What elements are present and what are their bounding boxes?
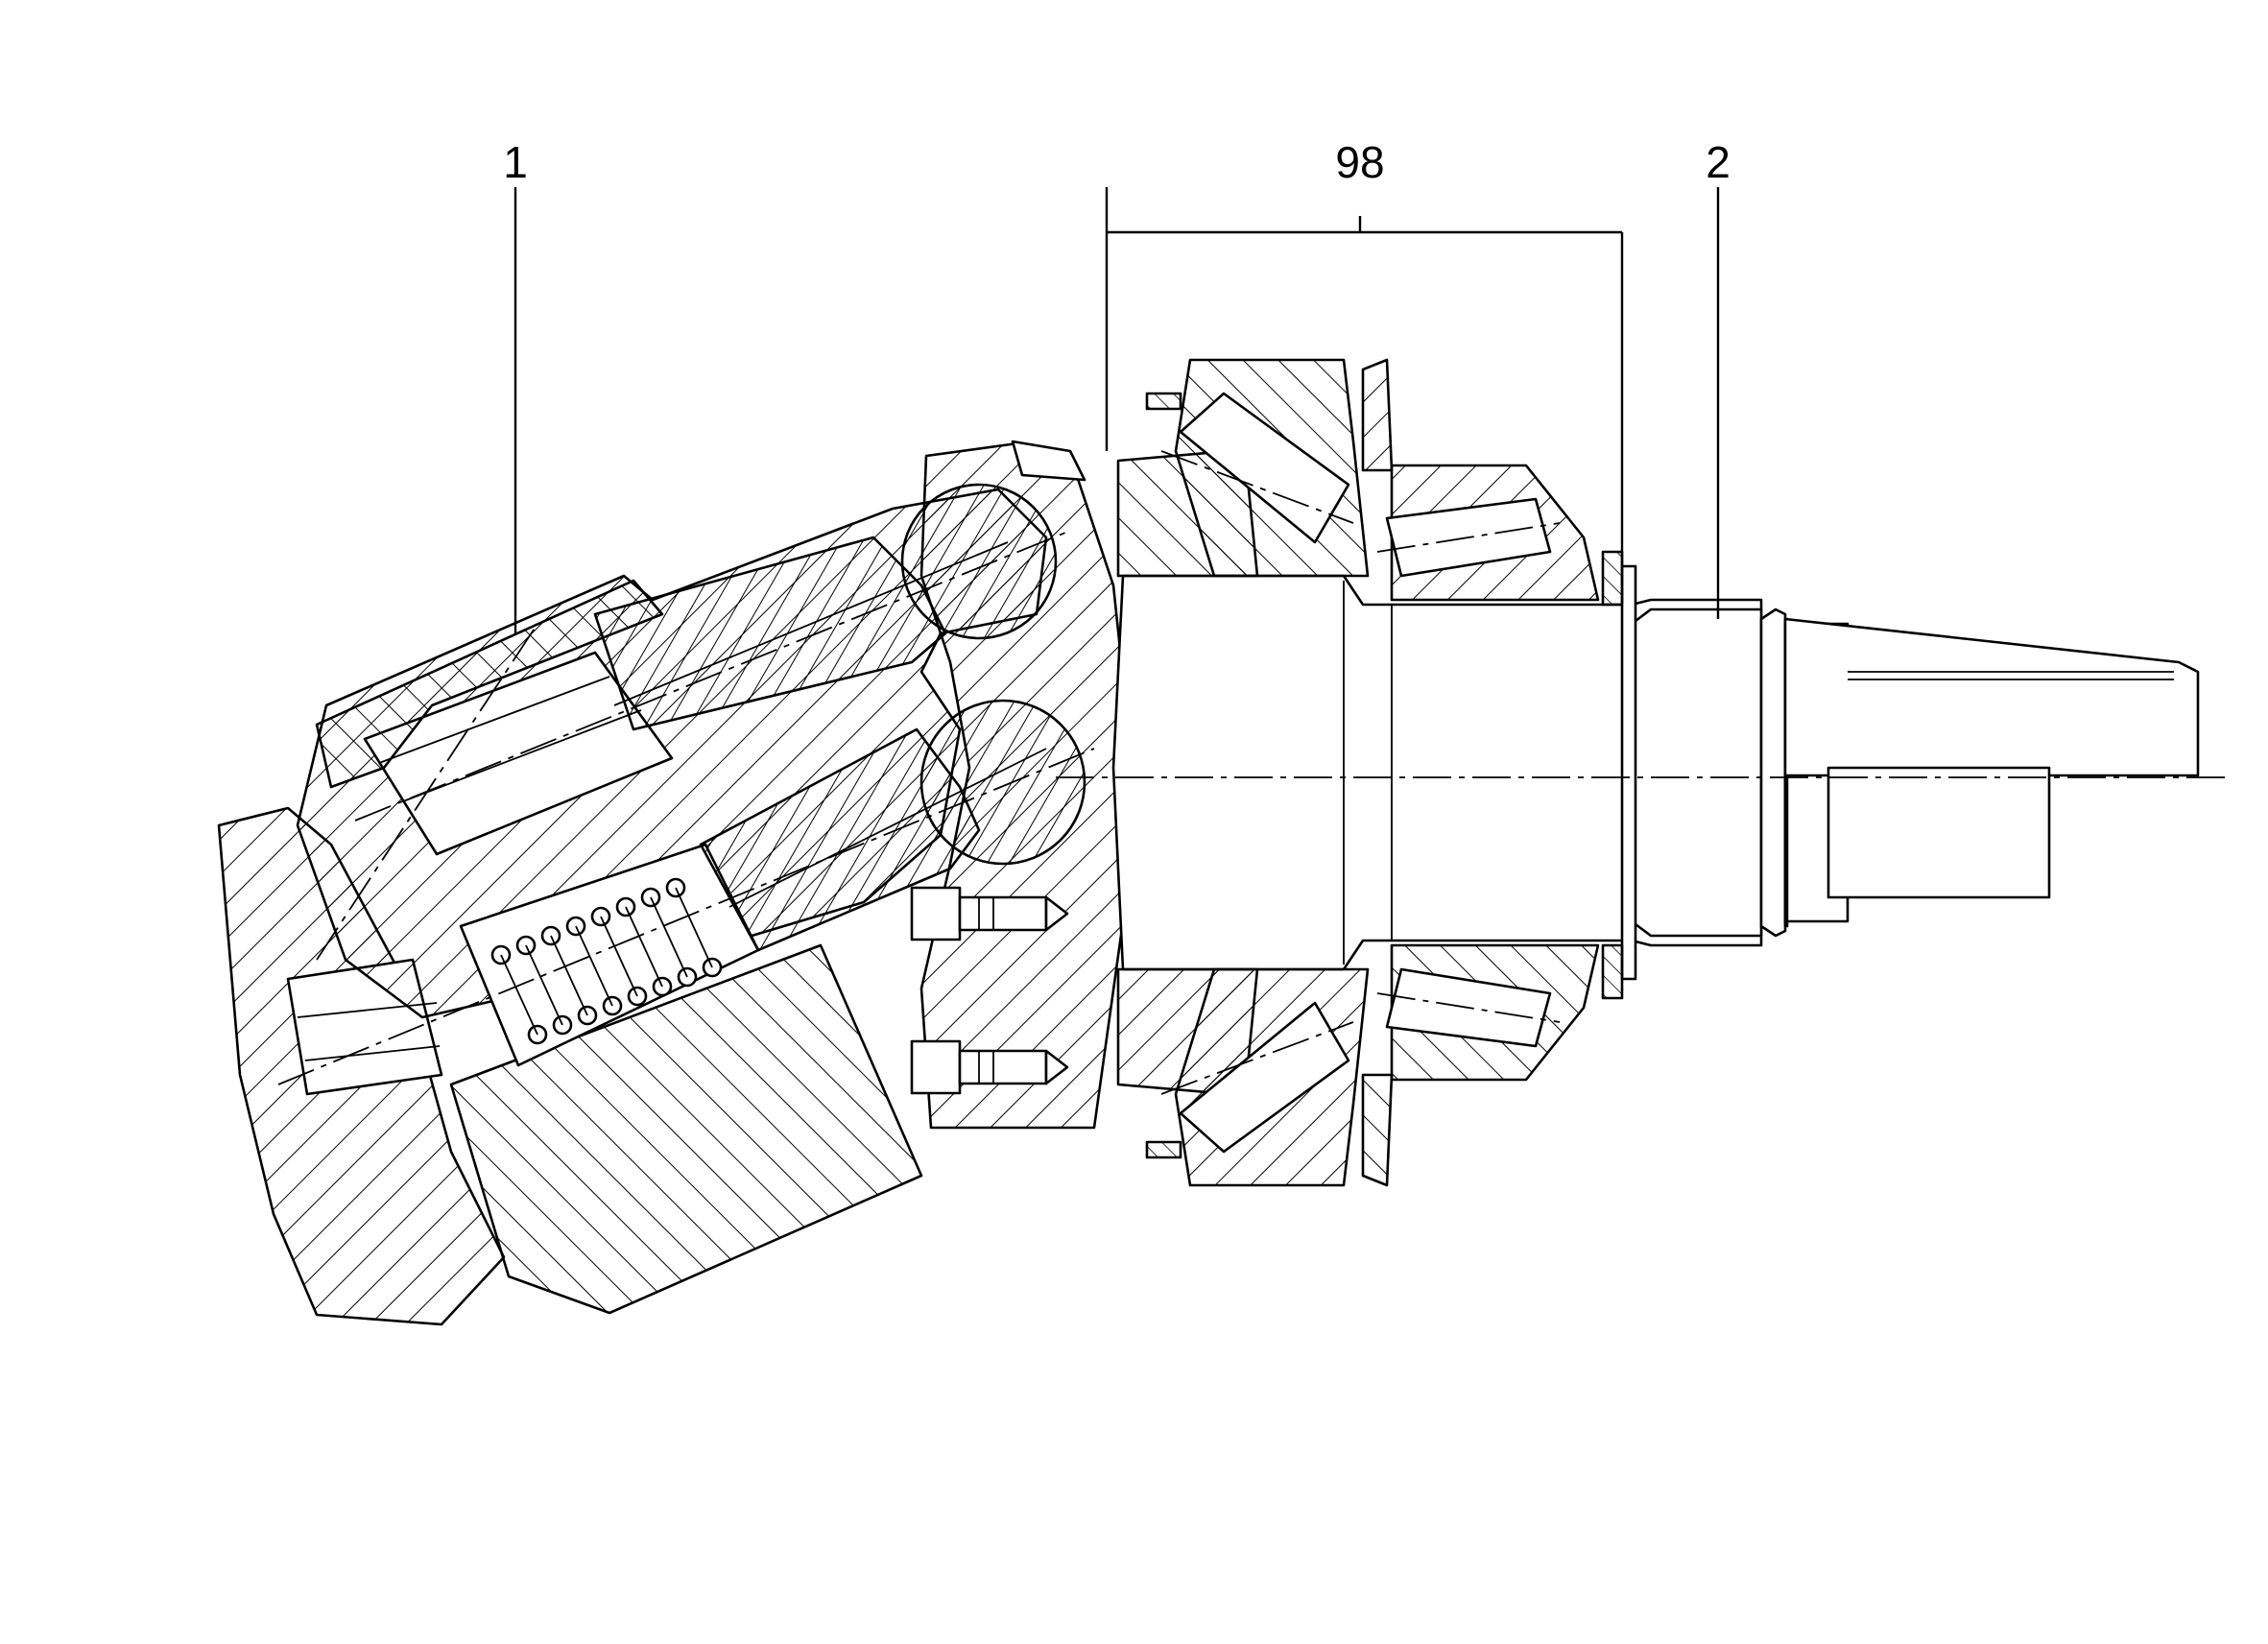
bolt-lower	[910, 1039, 1069, 1095]
bearing-outer-lower	[1116, 943, 1600, 1187]
callout-2-label: 2	[1706, 137, 1731, 187]
roller-upper-left	[1160, 392, 1354, 544]
callout-98-label: 98	[1335, 137, 1384, 187]
centerlines	[277, 532, 2227, 1085]
leader-lines	[513, 187, 1720, 633]
roller-lower-right	[1376, 967, 1561, 1048]
roller-upper-right	[1376, 497, 1561, 578]
bearing-outer-upper	[1116, 358, 1600, 602]
bolt-upper	[910, 886, 1069, 941]
drive-shaft	[1111, 564, 2200, 981]
spacer-rings	[1145, 392, 1624, 1159]
callout-1-label: 1	[503, 137, 528, 187]
housing-cap	[315, 579, 664, 789]
roller-lower-left	[1160, 1001, 1354, 1154]
spring	[490, 877, 723, 1045]
drive-flange	[910, 440, 1134, 1130]
